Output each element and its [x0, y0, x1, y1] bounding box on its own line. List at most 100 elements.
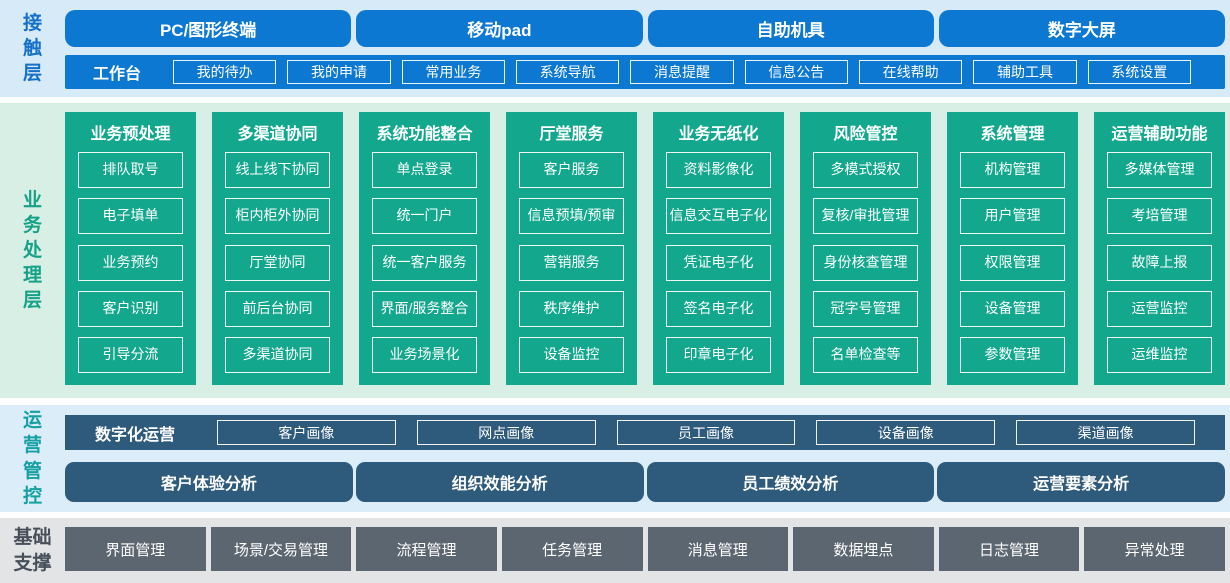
band-gap [0, 512, 1230, 518]
business-item: 前后台协同 [225, 290, 330, 327]
profile-items: 客户画像网点画像员工画像设备画像渠道画像 [217, 420, 1195, 445]
business-column-items: 资料影像化信息交互电子化凭证电子化签名电子化印章电子化 [666, 148, 771, 373]
business-item: 复核/审批管理 [813, 198, 918, 235]
profile-item: 网点画像 [416, 420, 596, 445]
business-layer-band: 业务处理层 业务预处理 排队取号电子填单业务预约客户识别引导分流 多渠道协同 线… [0, 103, 1230, 398]
foundation-item: 流程管理 [356, 527, 497, 571]
operations-label-col: 运营管控 [0, 405, 65, 512]
business-layer-label-col: 业务处理层 [0, 103, 65, 398]
foundation-band: 基础支撑 界面管理场景/交易管理流程管理任务管理消息管理数据埋点日志管理异常处理 [0, 518, 1230, 583]
workbench-label: 工作台 [93, 66, 142, 83]
foundation-label: 基础支撑 [13, 527, 52, 574]
contact-layer-label: 接触层 [22, 12, 42, 85]
business-column-items: 多模式授权复核/审批管理身份核查管理冠字号管理名单检查等 [813, 148, 918, 373]
business-item: 客户识别 [78, 290, 183, 327]
business-column-items: 多媒体管理考培管理故障上报运营监控运维监控 [1107, 148, 1212, 373]
workbench-item: 系统导航 [516, 60, 620, 84]
business-column: 厅堂服务 客户服务信息预填/预审营销服务秩序维护设备监控 [506, 112, 637, 385]
analysis-row: 客户体验分析组织效能分析员工绩效分析运营要素分析 [65, 462, 1225, 502]
foundation-item: 数据埋点 [793, 527, 934, 571]
operations-content: 数字化运营 客户画像网点画像员工画像设备画像渠道画像 客户体验分析组织效能分析员… [65, 405, 1230, 512]
analysis-item: 员工绩效分析 [646, 462, 935, 502]
foundation-item: 消息管理 [647, 527, 789, 571]
profile-item: 员工画像 [616, 420, 796, 445]
business-item: 权限管理 [960, 244, 1065, 281]
business-column: 业务无纸化 资料影像化信息交互电子化凭证电子化签名电子化印章电子化 [653, 112, 784, 385]
workbench-bar: 工作台 我的待办我的申请常用业务系统导航消息提醒信息公告在线帮助辅助工具系统设置 [65, 55, 1225, 89]
business-item: 统一门户 [372, 198, 477, 235]
business-item: 业务预约 [78, 244, 183, 281]
business-column-items: 排队取号电子填单业务预约客户识别引导分流 [78, 148, 183, 373]
business-columns: 业务预处理 排队取号电子填单业务预约客户识别引导分流 多渠道协同 线上线下协同柜… [65, 112, 1225, 385]
foundation-items: 界面管理场景/交易管理流程管理任务管理消息管理数据埋点日志管理异常处理 [65, 527, 1225, 571]
business-item: 界面/服务整合 [372, 290, 477, 327]
workbench-item: 信息公告 [744, 60, 848, 84]
business-column-items: 单点登录统一门户统一客户服务界面/服务整合业务场景化 [372, 148, 477, 373]
business-column-items: 客户服务信息预填/预审营销服务秩序维护设备监控 [519, 148, 624, 373]
analysis-item: 运营要素分析 [937, 462, 1225, 502]
business-item: 秩序维护 [519, 290, 624, 327]
business-item: 柜内柜外协同 [225, 198, 330, 235]
business-item: 多渠道协同 [225, 337, 330, 373]
workbench-item: 常用业务 [401, 60, 505, 84]
terminal-tile: 自助机具 [647, 10, 934, 47]
business-item: 营销服务 [519, 244, 624, 281]
business-item: 名单检查等 [813, 337, 918, 373]
foundation-item: 任务管理 [501, 527, 643, 571]
business-column-title: 多渠道协同 [237, 126, 318, 143]
workbench-item: 我的申请 [287, 60, 391, 84]
business-item: 单点登录 [372, 152, 477, 188]
workbench-item: 在线帮助 [858, 60, 963, 84]
business-item: 用户管理 [960, 198, 1065, 235]
business-column: 系统管理 机构管理用户管理权限管理设备管理参数管理 [947, 112, 1078, 385]
profile-item: 客户画像 [217, 420, 396, 445]
business-column-title: 风险管控 [833, 126, 898, 143]
foundation-item: 界面管理 [65, 527, 206, 571]
digital-operations-label: 数字化运营 [95, 426, 176, 444]
business-column-items: 线上线下协同柜内柜外协同厅堂协同前后台协同多渠道协同 [225, 148, 330, 373]
business-item: 设备监控 [519, 337, 624, 373]
foundation-content: 界面管理场景/交易管理流程管理任务管理消息管理数据埋点日志管理异常处理 [65, 518, 1230, 583]
business-item: 考培管理 [1107, 198, 1212, 235]
foundation-item: 场景/交易管理 [210, 527, 352, 571]
business-item: 引导分流 [78, 337, 183, 373]
business-item: 身份核查管理 [813, 244, 918, 281]
foundation-label-col: 基础支撑 [0, 518, 65, 583]
business-column-title: 业务预处理 [90, 126, 171, 143]
analysis-item: 客户体验分析 [65, 462, 353, 502]
profile-item: 渠道画像 [1016, 420, 1195, 445]
terminal-tile: 移动pad [356, 10, 643, 47]
business-column: 系统功能整合 单点登录统一门户统一客户服务界面/服务整合业务场景化 [359, 112, 490, 385]
foundation-item: 日志管理 [938, 527, 1080, 571]
business-item: 多媒体管理 [1107, 152, 1212, 188]
band-gap [0, 97, 1230, 103]
business-item: 印章电子化 [666, 337, 771, 373]
terminal-tile: PC/图形终端 [65, 10, 352, 47]
contact-layer-label-col: 接触层 [0, 0, 65, 97]
business-item: 线上线下协同 [225, 152, 330, 188]
business-column-title: 业务无纸化 [678, 126, 759, 143]
foundation-item: 异常处理 [1084, 527, 1225, 571]
business-column-items: 机构管理用户管理权限管理设备管理参数管理 [960, 148, 1065, 373]
business-item: 参数管理 [960, 337, 1065, 373]
analysis-item: 组织效能分析 [355, 462, 644, 502]
business-item: 冠字号管理 [813, 290, 918, 327]
terminal-tile: 数字大屏 [938, 10, 1225, 47]
operations-label: 运营管控 [22, 410, 42, 507]
business-item: 客户服务 [519, 152, 624, 188]
profile-item: 设备画像 [816, 420, 996, 445]
business-item: 信息预填/预审 [519, 198, 624, 235]
business-item: 业务场景化 [372, 337, 477, 373]
business-column-title: 系统功能整合 [376, 126, 473, 143]
business-layer-label: 业务处理层 [22, 189, 42, 312]
business-item: 电子填单 [78, 198, 183, 235]
business-item: 凭证电子化 [666, 244, 771, 281]
business-item: 机构管理 [960, 152, 1065, 188]
workbench-item: 辅助工具 [973, 60, 1077, 84]
workbench-items: 我的待办我的申请常用业务系统导航消息提醒信息公告在线帮助辅助工具系统设置 [173, 60, 1191, 84]
business-column: 多渠道协同 线上线下协同柜内柜外协同厅堂协同前后台协同多渠道协同 [212, 112, 343, 385]
